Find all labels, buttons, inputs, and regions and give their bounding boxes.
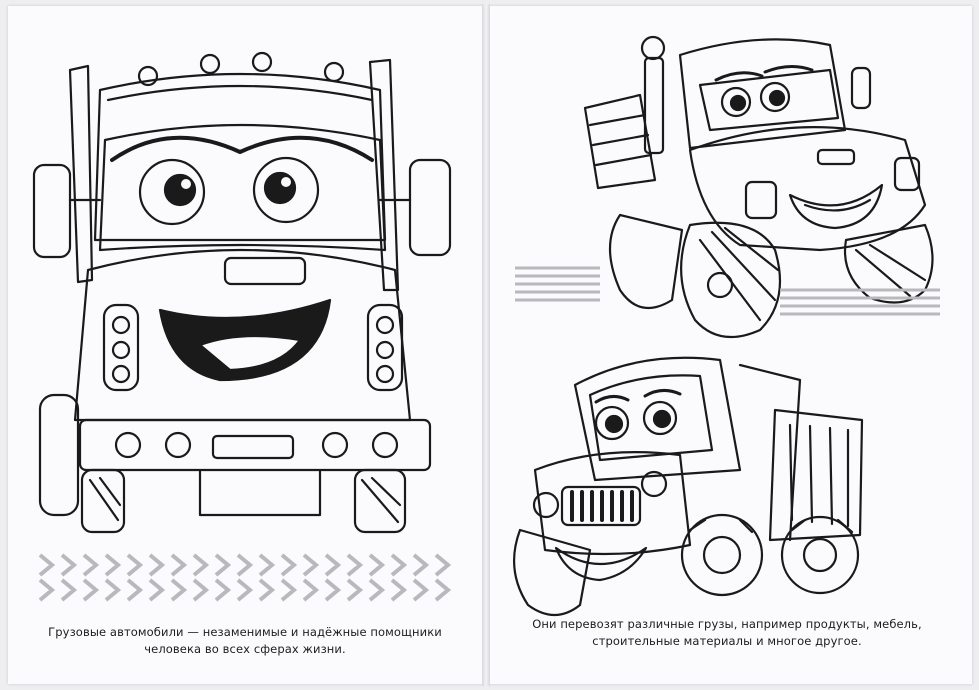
monster-truck-illustration (583, 35, 934, 339)
big-truck-illustration (32, 51, 452, 534)
book-spine (482, 4, 490, 686)
right-caption-line-2: строительные материалы и многое другое. (592, 634, 862, 648)
dump-truck-illustration (512, 356, 864, 617)
right-caption-line-1: Они перевозят различные грузы, например … (532, 617, 922, 631)
left-caption: Грузовые автомобили — незаменимые и надё… (40, 624, 450, 658)
tire-tracks-decoration (38, 266, 940, 602)
right-caption: Они перевозят различные грузы, например … (512, 616, 942, 650)
left-caption-line-1: Грузовые автомобили — незаменимые и надё… (48, 625, 442, 639)
left-caption-line-2: человека во всех сферах жизни. (144, 642, 346, 656)
